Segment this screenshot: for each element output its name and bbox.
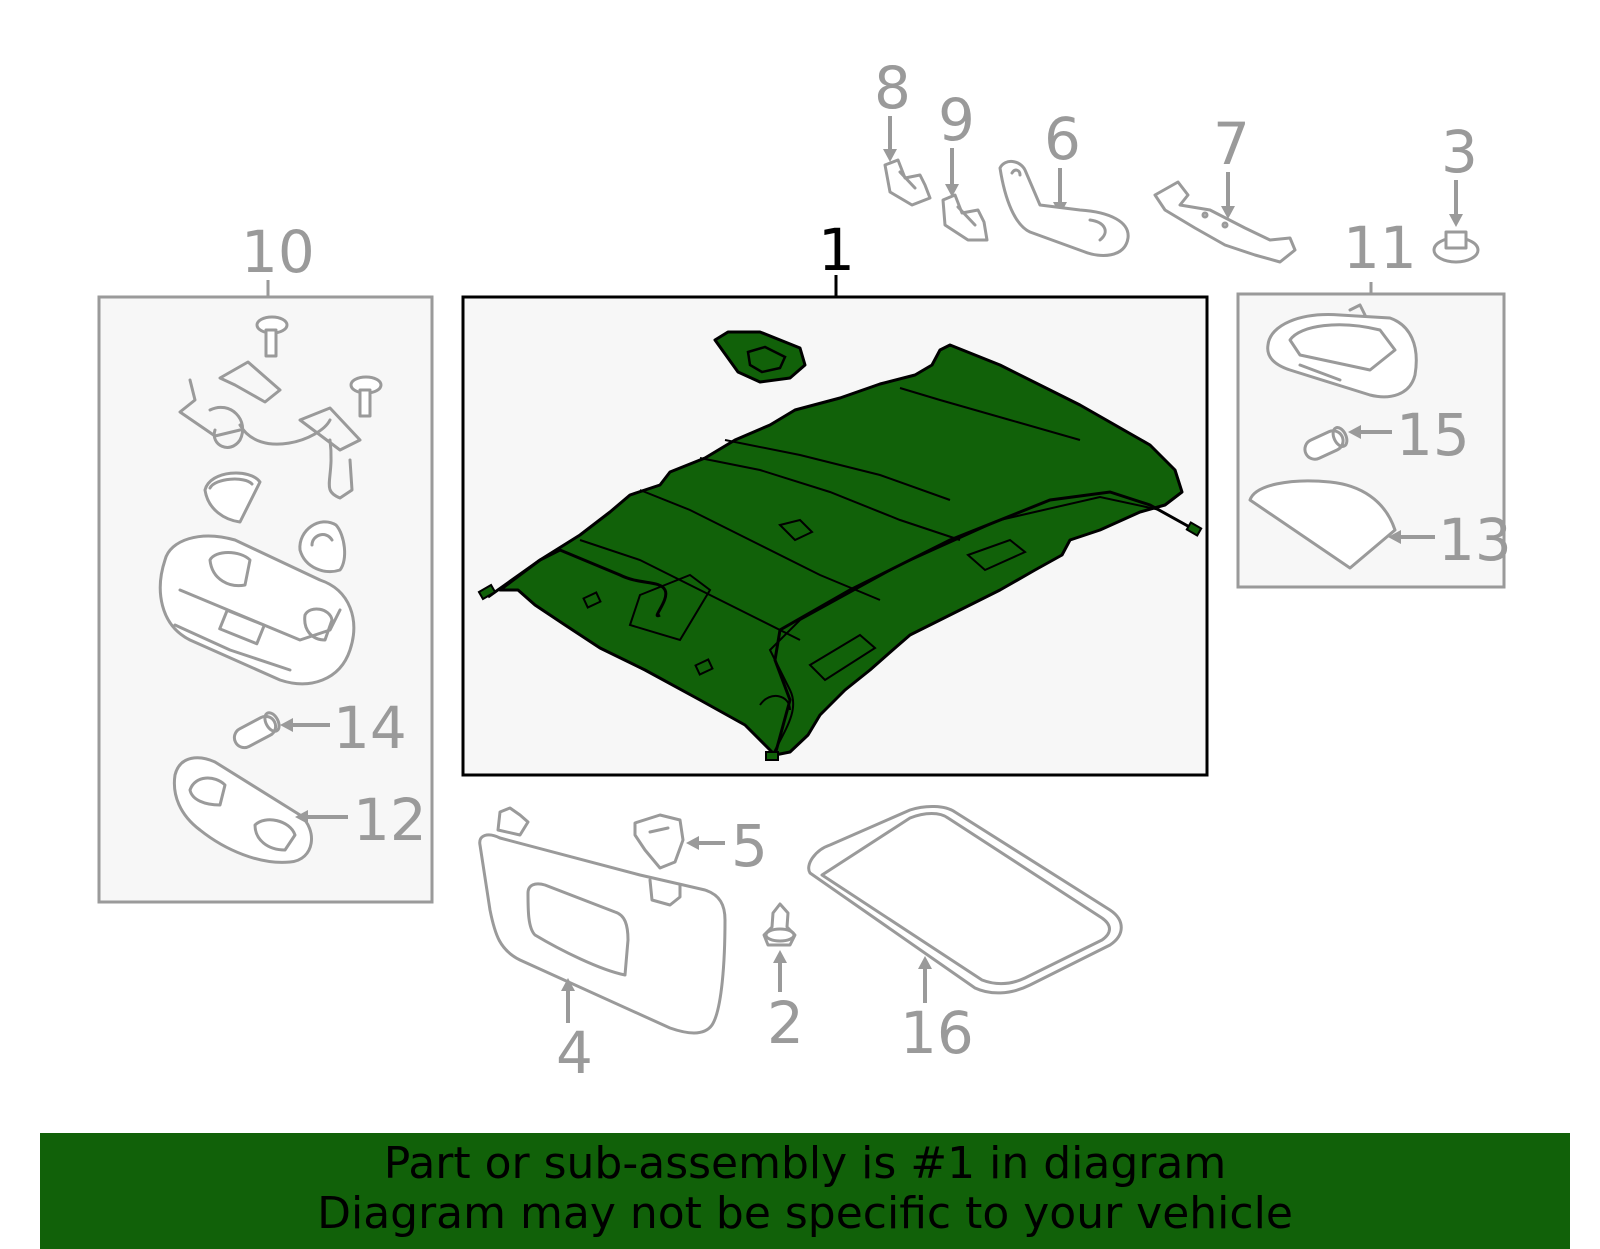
info-banner: Part or sub-assembly is #1 in diagram Di… [40, 1133, 1570, 1249]
sunroof-seal-icon [807, 805, 1123, 995]
callout-6: 6 [1044, 105, 1081, 173]
callout-5: 5 [731, 812, 768, 880]
callout-9: 9 [938, 86, 975, 154]
callout-8: 8 [874, 54, 911, 122]
callout-12: 12 [353, 786, 427, 854]
lens-cover-icon [203, 471, 262, 524]
clip-icon [349, 375, 383, 418]
callout-16: 16 [900, 999, 974, 1067]
grab-handle-icon [998, 160, 1130, 257]
clip-icon [255, 315, 289, 358]
wiring-harness-icon [178, 360, 362, 500]
callout-4: 4 [556, 1019, 593, 1087]
callout-1: 1 [818, 216, 855, 284]
callout-7: 7 [1213, 110, 1250, 178]
bulb-icon [232, 711, 281, 750]
dome-lamp-icon [1266, 303, 1418, 399]
mounting-bracket-icon [1153, 180, 1297, 264]
bulb-icon [1303, 426, 1349, 461]
callout-14: 14 [333, 694, 407, 762]
callout-10: 10 [241, 218, 315, 286]
overhead-console-icon [158, 534, 356, 686]
banner-line-2: Diagram may not be specific to your vehi… [317, 1188, 1293, 1239]
callout-11: 11 [1343, 214, 1417, 282]
bracket-icon [883, 158, 932, 207]
sun-visor-icon [478, 806, 727, 1035]
bulb-cover-icon [298, 520, 347, 574]
visor-clip-icon [633, 813, 685, 870]
nut-icon [1432, 230, 1480, 264]
lens-icon [1248, 479, 1397, 570]
map-lamp-icon [172, 756, 313, 864]
callout-15: 15 [1396, 401, 1470, 469]
headliner-icon [477, 330, 1203, 761]
banner-line-1: Part or sub-assembly is #1 in diagram [383, 1138, 1227, 1189]
callout-13: 13 [1438, 506, 1512, 574]
callout-3: 3 [1441, 118, 1478, 186]
screw-icon [762, 902, 797, 947]
callout-2: 2 [767, 989, 804, 1057]
bracket-icon [941, 193, 989, 242]
